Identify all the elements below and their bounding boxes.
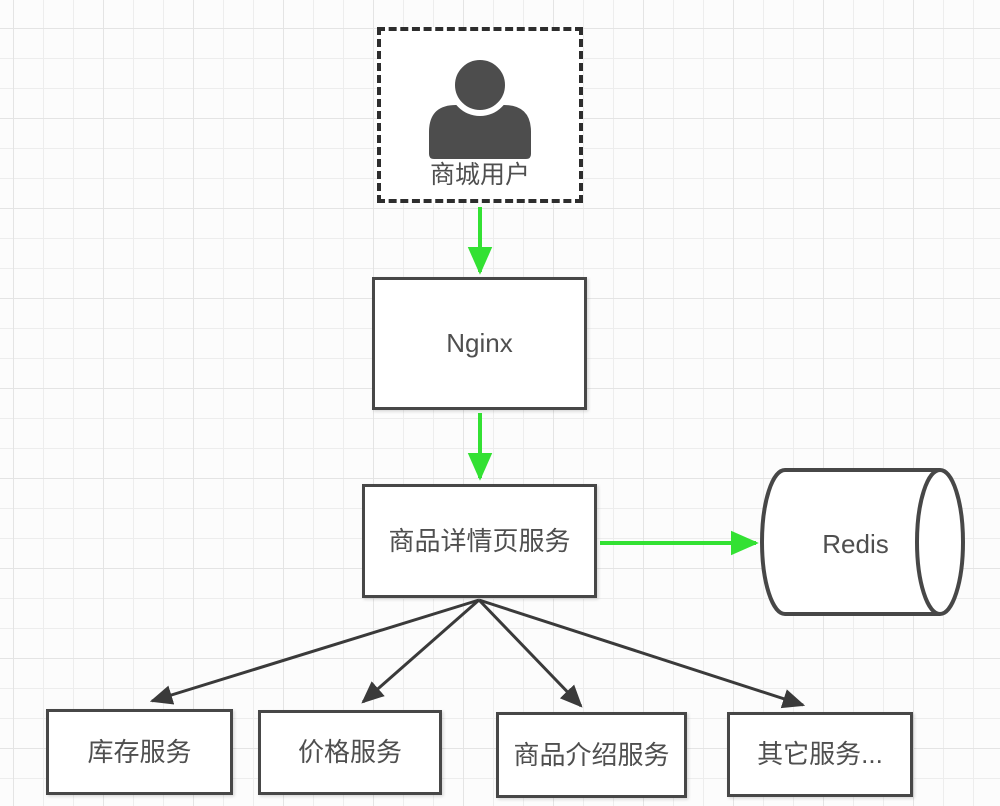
cylinder-shape <box>760 468 965 616</box>
other-services-label: 其它服务... <box>757 739 883 770</box>
user-icon <box>381 53 579 165</box>
nginx-label: Nginx <box>446 328 513 359</box>
node-mall-user[interactable]: 商城用户 <box>377 27 583 203</box>
edge-detail-to-intro[interactable] <box>477 598 583 708</box>
node-other-services[interactable]: 其它服务... <box>727 712 913 797</box>
node-detail-service[interactable]: 商品详情页服务 <box>362 484 597 598</box>
inventory-service-label: 库存服务 <box>87 736 192 767</box>
edge-detail-to-other[interactable] <box>478 598 806 709</box>
intro-service-label: 商品介绍服务 <box>513 739 670 770</box>
edge-detail-to-inventory[interactable] <box>149 598 480 705</box>
node-redis[interactable]: Redis <box>758 466 968 622</box>
node-intro-service[interactable]: 商品介绍服务 <box>496 712 687 798</box>
price-service-label: 价格服务 <box>297 737 402 768</box>
detail-service-label: 商品详情页服务 <box>388 525 571 556</box>
redis-label: Redis <box>822 528 889 559</box>
edge-detail-to-price[interactable] <box>361 598 480 704</box>
mall-user-label: 商城用户 <box>429 160 530 189</box>
node-inventory-service[interactable]: 库存服务 <box>46 709 233 795</box>
node-nginx[interactable]: Nginx <box>372 277 587 410</box>
node-price-service[interactable]: 价格服务 <box>258 710 442 795</box>
